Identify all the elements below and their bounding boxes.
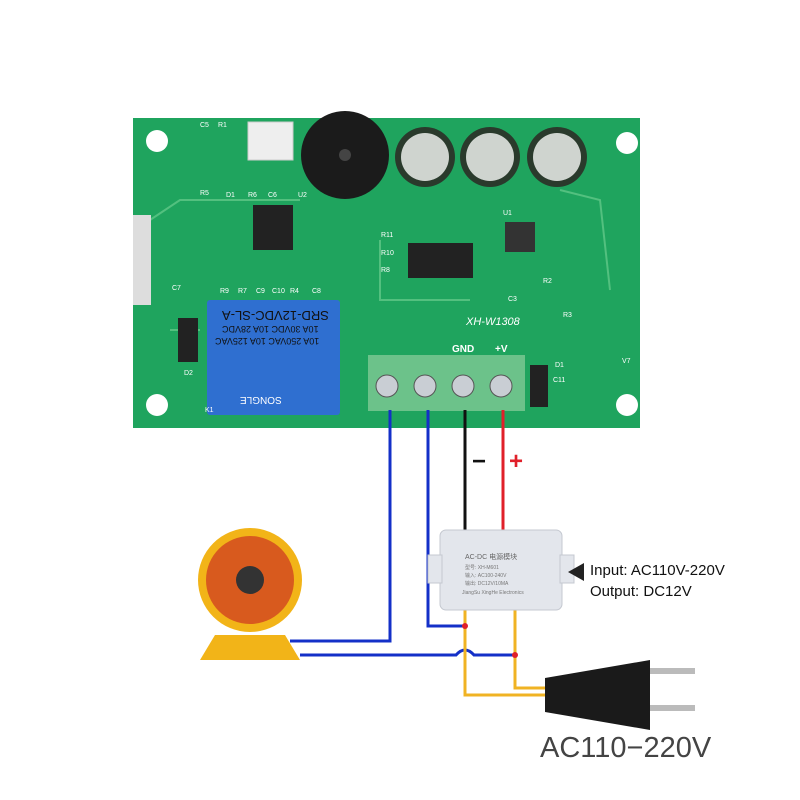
mount-hole [146, 394, 168, 416]
relay-brand: SONGLE [240, 394, 282, 405]
label-c9: C9 [256, 288, 265, 295]
relay-rating-1: 10A 250VAC 10A 125VAC [215, 336, 320, 346]
relay-rating-2: 10A 30VDC 10A 28VDC [222, 324, 319, 334]
label-k1: K1 [205, 407, 214, 414]
terminal-screws [375, 374, 513, 398]
label-r2: R2 [543, 278, 552, 285]
module-line-4: JiangSu XingHe Electronics [462, 590, 524, 596]
label-u2: U2 [298, 192, 307, 199]
regulator-u1 [505, 222, 535, 252]
wire-blue-heater-1 [290, 410, 392, 643]
label-r9: R9 [220, 288, 229, 295]
module-line-3: 输出: DC12V/10MA [465, 581, 509, 587]
diode-d1 [530, 365, 548, 407]
diode-d2 [178, 318, 198, 362]
label-d1: D1 [226, 192, 235, 199]
label-c7: C7 [172, 285, 181, 292]
mount-hole [616, 132, 638, 154]
sensor-pins [133, 215, 151, 305]
module-title: AC-DC 电源模块 [465, 554, 518, 561]
module-line-2: 输入: AC100-240V [465, 573, 507, 579]
module-line-1: 型号: XH-M601 [465, 565, 499, 571]
mount-hole [146, 130, 168, 152]
minus-sign: − [472, 448, 487, 475]
label-r3: R3 [563, 312, 572, 319]
wire-yellow-2 [513, 610, 545, 690]
label-c10: C10 [272, 288, 285, 295]
label-c6: C6 [268, 192, 277, 199]
capacitors [395, 127, 587, 187]
label-c3: C3 [508, 296, 517, 303]
power-plug [545, 660, 695, 730]
label-c8: C8 [312, 288, 321, 295]
label-d1b: D1 [555, 362, 564, 369]
board-model: XH-W1308 [466, 316, 520, 328]
label-r5: R5 [200, 190, 209, 197]
gnd-label: GND [452, 344, 475, 355]
label-c11: C11 [553, 377, 566, 384]
label-r7: R7 [238, 288, 247, 295]
wire-blue-heater-2 [300, 648, 515, 657]
label-d2: D2 [184, 370, 193, 377]
mount-hole [616, 394, 638, 416]
label-r6: R6 [248, 192, 257, 199]
label-u1: U1 [503, 210, 512, 217]
ic-chip [408, 243, 473, 278]
heater [198, 528, 302, 660]
relay-model-text: SRD-12VDC-SL-A [222, 308, 329, 323]
label-r11: R11 [381, 232, 394, 239]
ic-u2 [253, 205, 293, 250]
label-c5: C5 [200, 122, 209, 129]
wire-yellow-1 [463, 610, 545, 697]
wires [290, 410, 545, 697]
label-r1: R1 [218, 122, 227, 129]
pcb-traces [149, 189, 611, 331]
label-v7: V7 [622, 358, 631, 365]
pointer-arrow-icon [568, 563, 584, 581]
plus-sign: + [509, 448, 524, 475]
label-r8: R8 [381, 267, 390, 274]
pos-label: +V [495, 344, 508, 355]
label-r4: R4 [290, 288, 299, 295]
mains-voltage-label: AC110−220V [540, 732, 712, 764]
connector-header [247, 121, 294, 161]
power-module [439, 529, 563, 611]
input-annotation: Input: AC110V-220V [590, 562, 725, 579]
relay [207, 300, 340, 415]
label-r10: R10 [381, 250, 394, 257]
wire-blue-relay [426, 410, 465, 628]
output-annotation: Output: DC12V [590, 583, 692, 600]
